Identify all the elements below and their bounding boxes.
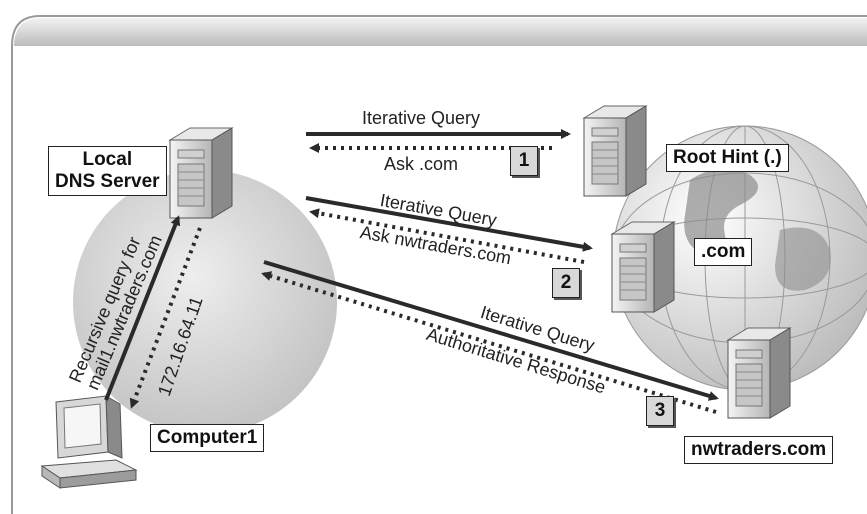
root-hint-server-icon <box>582 105 648 197</box>
recursive-query-arrow <box>104 215 181 401</box>
dotcom-label: .com <box>694 238 753 266</box>
dotcom-server-icon <box>610 221 676 313</box>
local-dns-label-line1: Local <box>82 149 133 170</box>
iterative-query-2-arrow <box>305 196 593 252</box>
window-header-bar <box>14 18 867 48</box>
root-hint-label: Root Hint (.) <box>666 144 789 172</box>
iterative-query-3-arrow <box>263 260 719 401</box>
nwtraders-server-icon <box>726 327 792 419</box>
local-dns-server-icon <box>168 127 234 219</box>
step-1-badge: 1 <box>510 146 538 176</box>
iterative-query-1-text: Iterative Query <box>362 108 481 128</box>
ask-nwtraders-response-arrow <box>309 208 585 264</box>
nwtraders-label: nwtraders.com <box>684 436 834 464</box>
computer1-label: Computer1 <box>150 424 265 452</box>
step-2-badge: 2 <box>552 268 580 298</box>
local-dns-label-line2: DNS Server <box>55 171 160 192</box>
ask-com-text: Ask .com <box>384 154 459 174</box>
local-dns-server-label: Local DNS Server <box>48 146 167 196</box>
computer-icon <box>40 395 138 489</box>
local-network-circle <box>73 170 337 434</box>
authoritative-response-arrow <box>261 271 717 414</box>
window-frame <box>11 15 867 514</box>
step-3-badge: 3 <box>646 396 674 426</box>
